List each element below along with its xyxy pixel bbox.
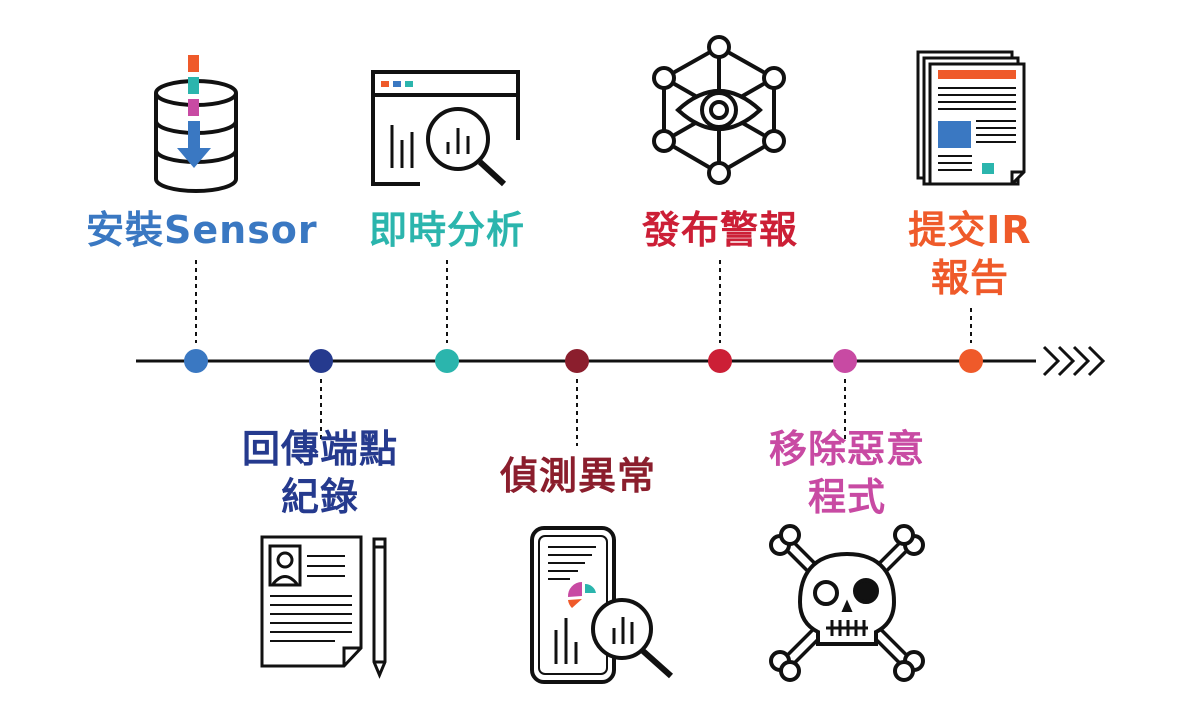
step-label-realtime-analysis: 即時分析 <box>368 208 525 252</box>
eye-network-icon <box>652 35 786 185</box>
timeline-dot-submit-ir-report <box>959 349 983 373</box>
step-label-issue-alert: 發布警報 <box>641 208 798 252</box>
browser-analytics-magnifier-icon <box>371 70 520 187</box>
step-label-submit-ir-report: 提交IR 報告 <box>908 208 1032 300</box>
timeline-dot-detect-anomaly <box>565 349 589 373</box>
step-label-remove-malware: 移除惡意 程式 <box>768 427 925 519</box>
step-label-return-endpoint-logs: 回傳端點 紀錄 <box>241 427 398 519</box>
timeline-dot-return-endpoint-logs <box>309 349 333 373</box>
skull-crossbones-icon <box>769 524 925 682</box>
mobile-chart-magnifier-icon <box>530 526 673 684</box>
newspaper-report-icon <box>916 50 1026 186</box>
timeline-dot-remove-malware <box>833 349 857 373</box>
timeline-dot-realtime-analysis <box>435 349 459 373</box>
database-download-icon <box>154 55 238 193</box>
profile-document-pencil-icon <box>260 535 387 679</box>
chevrons-right-icon <box>1042 345 1106 377</box>
step-label-install-sensor: 安裝Sensor <box>86 208 318 252</box>
timeline-dots <box>184 349 983 373</box>
timeline-dot-issue-alert <box>708 349 732 373</box>
timeline-dot-install-sensor <box>184 349 208 373</box>
timeline-connectors <box>195 260 972 446</box>
step-label-detect-anomaly: 偵測異常 <box>499 454 656 498</box>
